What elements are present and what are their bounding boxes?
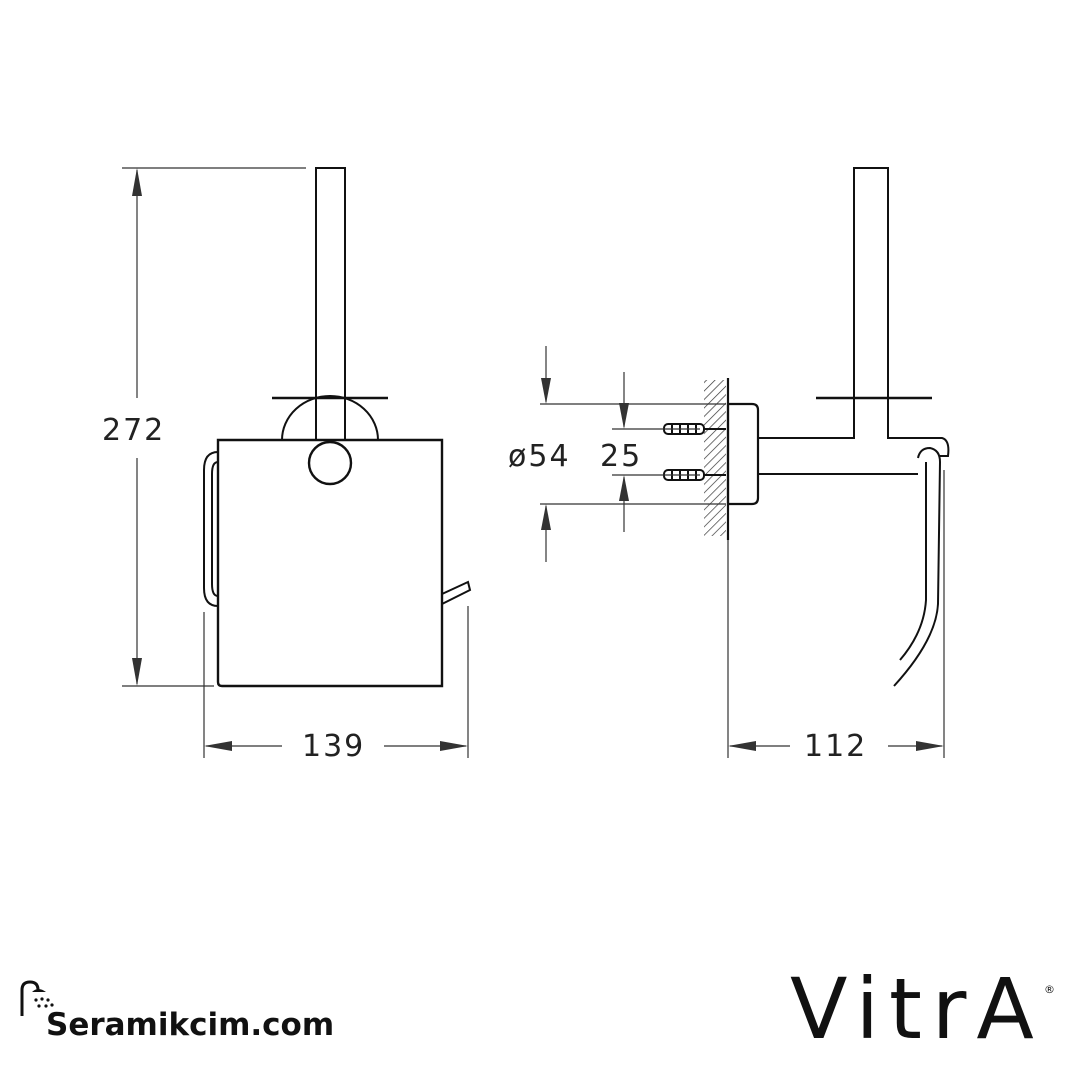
shower-icon: [20, 980, 54, 1016]
diameter-arrow-top: [541, 378, 551, 404]
front-width-label: 139: [302, 729, 365, 764]
vitra-logo: VitrA: [790, 960, 1044, 1058]
spacing-arrow-bottom: [619, 475, 629, 501]
height-label: 272: [102, 413, 165, 448]
height-arrow-top: [132, 168, 142, 196]
diameter-arrow-bottom: [541, 504, 551, 530]
wall-hatch: [704, 380, 726, 536]
front-spare-rod: [315, 167, 346, 441]
front-fixing-arc: [281, 395, 379, 441]
front-roll-bar-inner: [211, 461, 219, 597]
side-view: [663, 167, 950, 687]
site-name: Seramikcim.com: [46, 1007, 335, 1043]
side-depth-label: 112: [804, 729, 867, 764]
height-arrow-bottom: [132, 658, 142, 686]
spacing-arrow-top: [619, 403, 629, 429]
side-cover-inner: [899, 462, 927, 661]
width-arrow-left: [204, 741, 232, 751]
spacing-label: 25: [600, 439, 642, 474]
side-flange: [726, 402, 760, 506]
front-center-cap: [307, 440, 353, 486]
registered-mark: ®: [1044, 983, 1055, 996]
width-arrow-right: [440, 741, 468, 751]
front-view: [203, 167, 472, 688]
side-cover: [893, 446, 942, 687]
front-roll-bar: [203, 451, 219, 607]
depth-arrow-right: [916, 741, 944, 751]
diameter-label: ø54: [508, 439, 571, 474]
side-dimensions: [540, 346, 945, 758]
depth-arrow-left: [728, 741, 756, 751]
front-dimensions: [122, 167, 469, 758]
front-tab: [441, 580, 472, 605]
front-cover: [216, 438, 444, 688]
side-arm: [758, 167, 950, 457]
